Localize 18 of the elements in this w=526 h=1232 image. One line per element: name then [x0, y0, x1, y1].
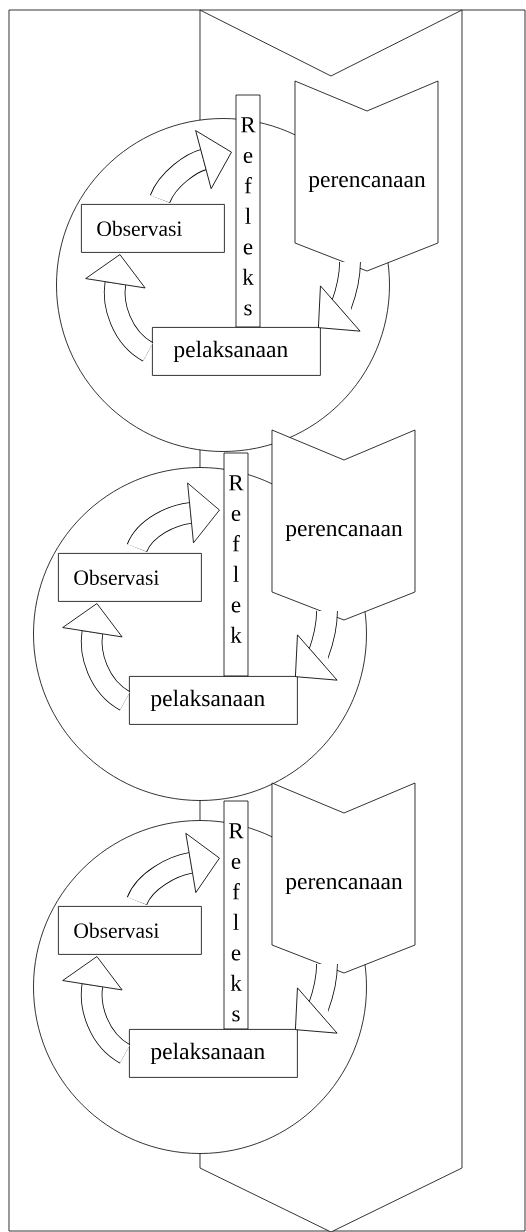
curved-block-arrow — [62, 956, 131, 1064]
text-bar: Reflek — [223, 452, 249, 677]
curved-block-arrow — [127, 482, 220, 553]
text-bar: Refleks — [223, 800, 249, 1030]
curved-block-arrow — [318, 261, 361, 332]
label-box: pelaksanaan — [129, 1029, 298, 1078]
curved-block-arrow — [85, 254, 154, 362]
chevron-box: perencanaan — [271, 429, 416, 621]
chevron-box: perencanaan — [271, 782, 416, 974]
label-box: pelaksanaan — [129, 676, 298, 725]
curved-block-arrow — [295, 610, 338, 681]
curved-block-arrow — [295, 963, 338, 1034]
curved-block-arrow — [127, 832, 220, 906]
curved-block-arrow — [150, 130, 232, 204]
chevron-box: perencanaan — [294, 80, 439, 272]
curved-block-arrow — [62, 603, 131, 711]
label-box: pelaksanaan — [152, 327, 321, 376]
text-bar: Refleks — [235, 94, 261, 328]
